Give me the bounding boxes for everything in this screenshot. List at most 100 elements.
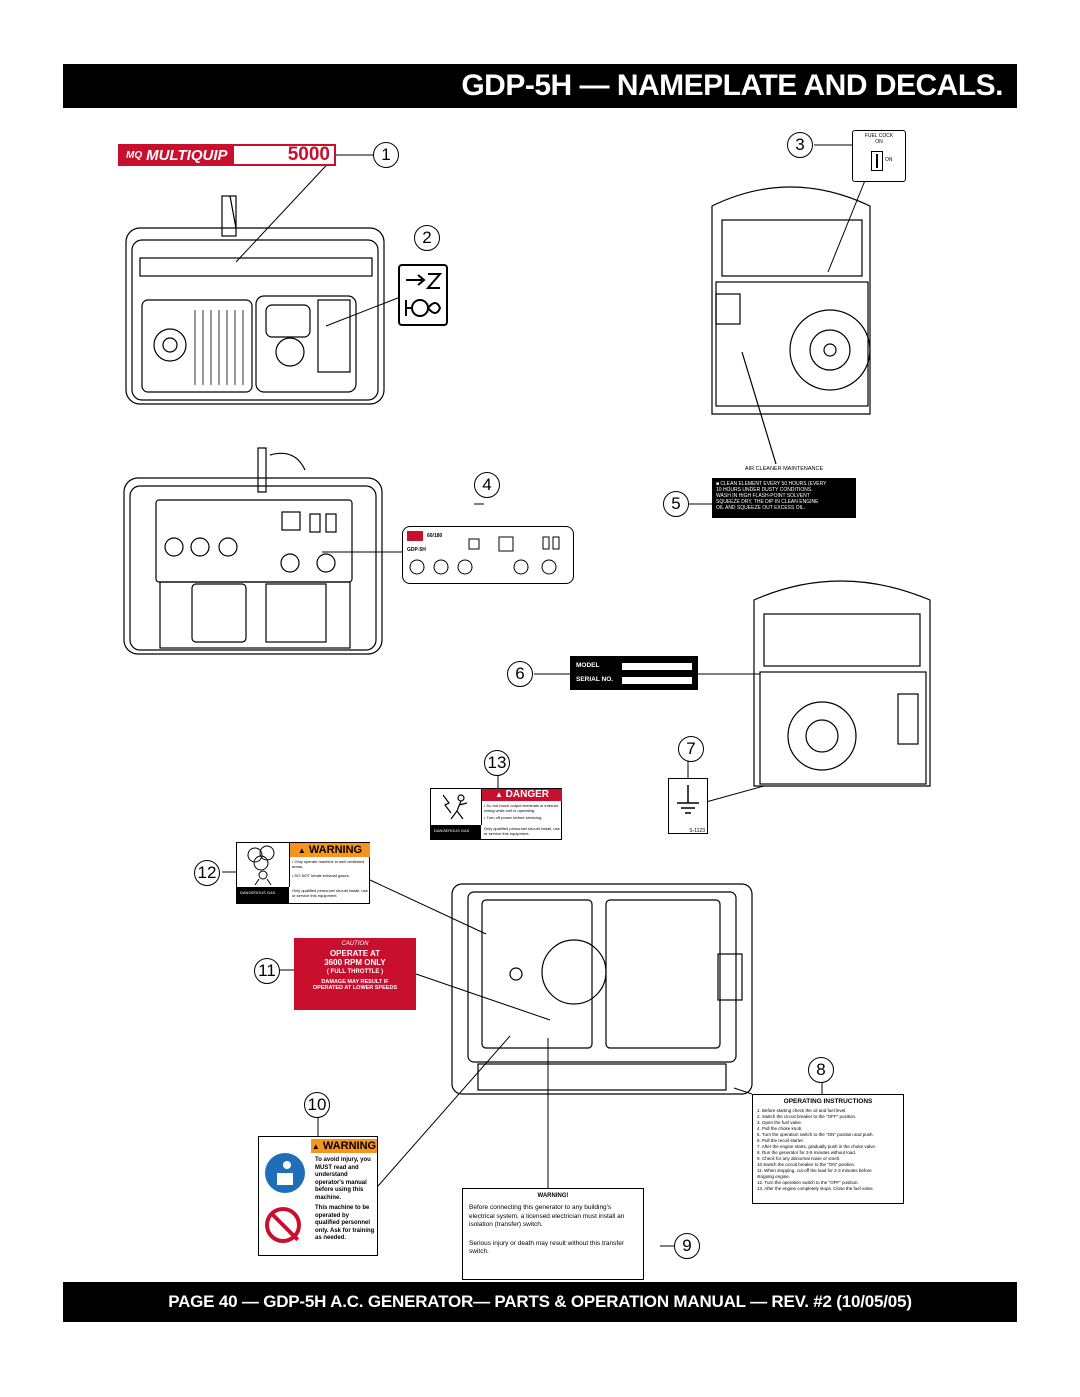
transfer-switch-title: WARNING! <box>537 1193 569 1199</box>
danger-alert-icon: ▲ <box>494 790 503 799</box>
callout-10: 10 <box>304 1092 330 1118</box>
footer-text: PAGE 40 — GDP-5H A.C. GENERATOR— PARTS &… <box>168 1292 912 1311</box>
operating-step-11: 11. When stopping, cut-off the load for … <box>757 1168 872 1173</box>
fuel-cock-lever-icon <box>871 151 883 171</box>
danger-bullet-2: • Turn off power before servicing. <box>484 815 543 820</box>
page-title: GDP-5H — NAMEPLATE AND DECALS. <box>461 69 1003 102</box>
generator-end-view-top <box>711 186 871 465</box>
caution-line-1: OPERATE AT <box>329 949 381 958</box>
generator-side-view <box>125 195 385 405</box>
serial-blank-line <box>622 676 692 684</box>
warning-manual-alert-icon: ▲ <box>311 1142 320 1151</box>
warning-manual-header-text: WARNING <box>322 1140 377 1152</box>
decal-warning-manual: ▲ WARNING To avoid injury, you MUST read… <box>258 1136 378 1256</box>
air-cleaner-line-4: SQUEEZE DRY, THE DIP IN CLEAN ENGINE <box>716 499 819 505</box>
warning-manual-header: ▲ WARNING <box>311 1139 377 1153</box>
operating-step-5: 5. Turn the operation switch to the "ON"… <box>757 1132 874 1137</box>
callout-12: 12 <box>194 860 220 886</box>
warning-gas-pictogram <box>237 843 290 887</box>
operating-step-6: 6. Pull the recoil starter. <box>757 1138 805 1143</box>
decal-ground-symbol: S-1123 <box>668 778 708 834</box>
no-hands-icon <box>265 1207 301 1243</box>
operating-step-1: 1. Before starting check the oil and fue… <box>757 1108 847 1113</box>
generator-top-view <box>451 883 753 1095</box>
decal-danger: ▲ DANGER • Do not touch output terminals… <box>430 788 562 840</box>
callout-8: 8 <box>808 1057 834 1083</box>
operating-step-13: 13. After the engine completely stops. C… <box>757 1186 874 1191</box>
operating-step-8: 8. Run the generator for 3-5 minutes wit… <box>757 1150 857 1155</box>
decal-warning-transfer-switch: WARNING! Before connecting this generato… <box>462 1188 644 1280</box>
transfer-switch-para-2: Serious injury or death may result witho… <box>469 1239 624 1256</box>
panel-mq-logo <box>407 531 423 541</box>
warning-gas-bullet-2: • DO NOT inhale exhaust gases. <box>292 873 350 878</box>
decal-air-cleaner-maintenance: ■ CLEAN ELEMENT EVERY 50 HOURS (EVERY 10… <box>712 478 856 518</box>
danger-pictogram <box>431 789 482 825</box>
caution-line-5: OPERATED AT LOWER SPEEDS <box>312 985 398 991</box>
callout-11: 11 <box>254 958 280 984</box>
callout-7: 7 <box>678 736 704 762</box>
danger-bullet-1: • Do not touch output terminals or inter… <box>484 803 558 813</box>
decal-multiquip-nameplate: MQ MULTIQUIP 5000 <box>118 144 336 166</box>
operating-step-12: 12. Turn the operation switch to the "OF… <box>757 1180 859 1185</box>
callout-9: 9 <box>674 1233 700 1259</box>
panel-model-label: GDP-5H <box>407 547 426 553</box>
choke-icon <box>405 273 443 317</box>
model-label: MODEL <box>576 662 600 669</box>
danger-left-label-box: DANGEROUS GAS <box>431 825 481 840</box>
warning-gas-footer-text: Only qualified personnel should install,… <box>292 888 368 898</box>
danger-header-text: DANGER <box>505 789 550 800</box>
callout-6: 6 <box>507 661 533 687</box>
generator-control-panel-view <box>123 447 383 655</box>
air-cleaner-title: AIR CLEANER MAINTENANCE <box>744 466 824 472</box>
operating-step-2: 2. Switch the circuit breaker to the "OF… <box>757 1114 857 1119</box>
page-footer: PAGE 40 — GDP-5H A.C. GENERATOR— PARTS &… <box>63 1282 1017 1322</box>
operating-instructions-title: OPERATING INSTRUCTIONS <box>783 1098 873 1105</box>
caution-line-3: ( FULL THROTTLE ) <box>326 969 384 975</box>
air-cleaner-line-5: OIL AND SQUEEZE OUT EXCESS OIL. <box>716 505 806 511</box>
caution-line-2: 3600 RPM ONLY <box>324 958 386 967</box>
multiquip-logo: MQ MULTIQUIP <box>120 146 234 164</box>
ground-icon <box>677 785 699 814</box>
operating-step-9: 9. Check for any abnormal noise or smell… <box>757 1156 841 1161</box>
generator-end-view-bottom <box>753 580 931 787</box>
decal-caution-rpm: CAUTION OPERATE AT 3600 RPM ONLY ( FULL … <box>294 938 416 1010</box>
warning-gas-left-label: DANGEROUS GAS <box>240 890 276 895</box>
decal-control-panel: 60/180 GDP-5H <box>402 526 574 584</box>
exhaust-fumes-icon <box>247 845 275 886</box>
model-number: 5000 <box>287 144 330 165</box>
read-manual-icon <box>265 1153 305 1193</box>
air-cleaner-line-3: WASH IN HIGH FLASH-POINT SOLVENT <box>716 493 810 499</box>
decal-operating-instructions: OPERATING INSTRUCTIONS 1. Before startin… <box>752 1094 904 1204</box>
brand-name: MULTIQUIP <box>146 146 228 164</box>
operating-step-10: 10.Switch the circuit breaker to the "ON… <box>757 1162 856 1167</box>
warning-gas-header: ▲ WARNING <box>290 843 370 857</box>
panel-freq-label: 60/180 <box>427 533 443 539</box>
warning-manual-text-2: This machine to be operated by qualified… <box>315 1205 375 1241</box>
air-cleaner-line-1: ■ CLEAN ELEMENT EVERY 50 HOURS (EVERY <box>716 481 827 487</box>
mq-logo-mark: MQ <box>126 149 143 161</box>
operating-step-11-cont: stopping engine. <box>757 1174 791 1179</box>
panel-receptacles-icon <box>409 536 560 575</box>
callout-1: 1 <box>373 142 399 168</box>
callout-13: 13 <box>484 750 510 776</box>
warning-gas-alert-icon: ▲ <box>297 846 306 855</box>
danger-header: ▲ DANGER <box>482 789 562 801</box>
page-title-banner: GDP-5H — NAMEPLATE AND DECALS. <box>63 64 1017 108</box>
callout-3: 3 <box>787 132 813 158</box>
caution-line-4: DAMAGE MAY RESULT IF <box>321 979 389 985</box>
electric-shock-icon <box>442 794 468 820</box>
fuel-cock-title: FUEL COCK <box>864 133 894 139</box>
operating-step-3: 3. Open the fuel valve. <box>757 1120 803 1125</box>
fuel-cock-on-side: ON <box>885 157 893 163</box>
model-blank-line <box>622 662 692 670</box>
air-cleaner-line-2: 10 HOURS UNDER DUSTY CONDITIONS. <box>716 487 813 493</box>
danger-footer-text: Only qualified personnel should install,… <box>484 826 560 836</box>
warning-gas-header-text: WARNING <box>308 844 363 856</box>
operating-step-4: 4. Pull the choke knob. <box>757 1126 803 1131</box>
decal-warning-gas: ▲ WARNING • Only operate machine in well… <box>236 842 370 904</box>
caution-label: CAUTION <box>341 941 369 947</box>
serial-label: SERIAL NO. <box>576 676 614 683</box>
transfer-switch-para-1: Before connecting this generator to any … <box>469 1204 625 1228</box>
fuel-cock-on-label: ON <box>875 139 883 145</box>
